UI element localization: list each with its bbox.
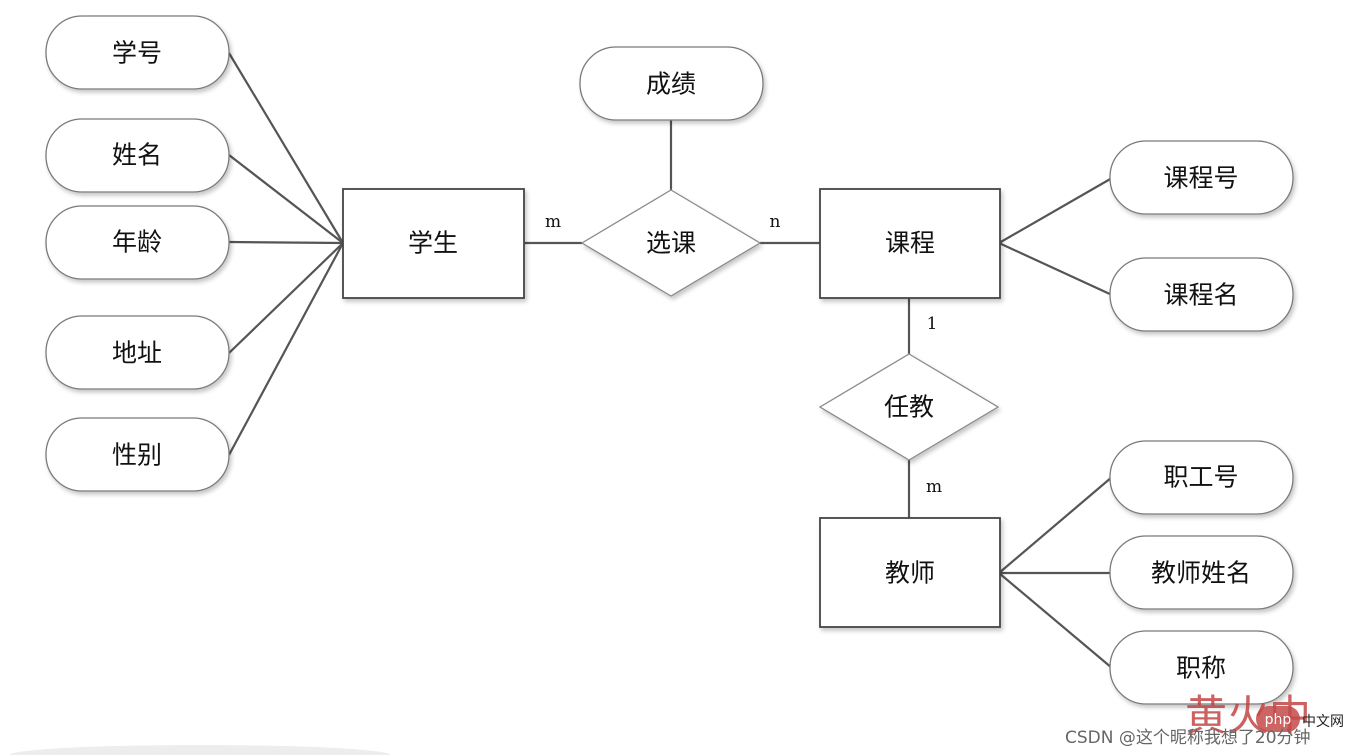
svg-text:学生: 学生 bbox=[408, 229, 458, 258]
svg-text:年龄: 年龄 bbox=[112, 228, 162, 257]
svg-text:职工号: 职工号 bbox=[1163, 463, 1238, 492]
bottom-smudge bbox=[10, 745, 390, 755]
svg-text:学号: 学号 bbox=[112, 39, 162, 68]
svg-text:选课: 选课 bbox=[646, 229, 696, 258]
attribute-name: 姓名 bbox=[45, 118, 230, 193]
entity-course: 课程 bbox=[819, 188, 1001, 299]
cardinality-course-select: n bbox=[770, 212, 781, 232]
attribute-student-no: 学号 bbox=[45, 15, 230, 90]
relationship-teach: 任教 bbox=[818, 353, 1000, 461]
relationship-select-course: 选课 bbox=[580, 189, 762, 297]
entity-student: 学生 bbox=[342, 188, 525, 299]
svg-text:课程名: 课程名 bbox=[1163, 281, 1238, 310]
watermark-credit: CSDN @这个昵称我想了20分钟 bbox=[1065, 728, 1311, 748]
svg-text:性别: 性别 bbox=[112, 441, 162, 470]
svg-text:任教: 任教 bbox=[884, 393, 934, 422]
watermark-site: 中文网 bbox=[1302, 714, 1344, 730]
connector-lines bbox=[228, 52, 1113, 669]
attribute-course-name: 课程名 bbox=[1109, 257, 1294, 332]
svg-text:地址: 地址 bbox=[112, 339, 162, 368]
cardinality-teacher-teach: m bbox=[926, 477, 942, 497]
svg-text:成绩: 成绩 bbox=[646, 70, 696, 99]
svg-text:php: php bbox=[1265, 712, 1292, 728]
watermark: 黄火中 php 中文网 CSDN @这个昵称我想了20分钟 bbox=[1065, 691, 1344, 748]
svg-text:课程: 课程 bbox=[885, 229, 935, 258]
cardinality-student-select: m bbox=[545, 212, 561, 232]
entity-teacher: 教师 bbox=[819, 517, 1001, 628]
cardinality-course-teach: 1 bbox=[927, 314, 938, 334]
watermark-php-badge bbox=[1256, 706, 1300, 732]
attribute-staff-no: 职工号 bbox=[1109, 440, 1294, 515]
attribute-gender: 性别 bbox=[45, 417, 230, 492]
svg-text:职称: 职称 bbox=[1176, 654, 1226, 683]
svg-text:教师: 教师 bbox=[885, 559, 935, 588]
svg-text:课程号: 课程号 bbox=[1163, 164, 1238, 193]
attribute-course-no: 课程号 bbox=[1109, 140, 1294, 215]
attribute-age: 年龄 bbox=[45, 205, 230, 280]
svg-text:教师姓名: 教师姓名 bbox=[1151, 559, 1251, 588]
attribute-address: 地址 bbox=[45, 315, 230, 390]
attribute-grade: 成绩 bbox=[579, 46, 764, 121]
svg-text:姓名: 姓名 bbox=[112, 141, 162, 170]
attribute-title: 职称 bbox=[1109, 630, 1294, 705]
attribute-teacher-name: 教师姓名 bbox=[1109, 535, 1294, 610]
